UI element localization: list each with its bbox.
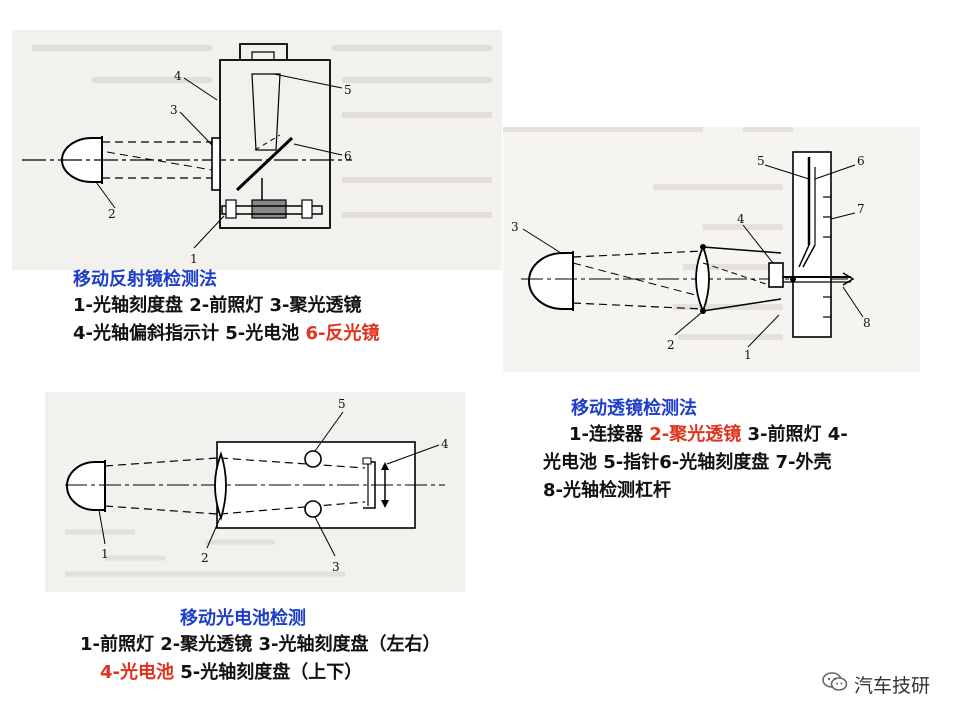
fig1-label-2: 2 [108, 207, 116, 221]
figure-2-item: 光电池 5-指针6-光轴刻度盘 7-外壳 [543, 452, 832, 473]
fig2-label-3: 3 [511, 220, 519, 234]
fig2-label-1: 1 [744, 348, 752, 362]
wechat-icon [822, 671, 848, 698]
figure-1-item-highlight: 6-反光镜 [305, 323, 380, 344]
figure-1-scan: 1 2 3 4 5 6 [12, 30, 502, 270]
figure-2-diagram [503, 127, 864, 348]
figure-3-line: 1-前照灯 2-聚光透镜 3-光轴刻度盘（左右） [80, 631, 441, 659]
figure-2-item-highlight: 2-聚光透镜 [649, 424, 742, 445]
figure-3-diagram [65, 411, 445, 577]
figure-2-item: 8-光轴检测杠杆 [543, 480, 671, 501]
figure-1-title: 移动反射镜检测法 [73, 269, 217, 290]
fig1-label-1: 1 [190, 252, 198, 266]
fig3-label-1: 1 [101, 547, 109, 561]
fig2-label-5: 5 [757, 154, 765, 168]
watermark: 汽车技研 [822, 671, 930, 698]
fig2-label-8: 8 [863, 316, 871, 330]
figure-3-item: 5-光轴刻度盘（上下） [174, 662, 363, 683]
figure-2-scan: 1 2 3 4 5 6 7 8 [503, 127, 920, 372]
figure-3-item-highlight: 4-光电池 [100, 662, 174, 683]
figure-3-item: 1-前照灯 2-聚光透镜 3-光轴刻度盘（左右） [80, 634, 441, 655]
fig1-label-5: 5 [344, 83, 352, 97]
figure-2-item: 1-连接器 [569, 424, 650, 445]
figure-2-title: 移动透镜检测法 [571, 398, 697, 419]
fig2-label-2: 2 [667, 338, 675, 352]
fig1-label-4: 4 [174, 69, 182, 83]
figure-1-caption: 移动反射镜检测法 1-光轴刻度盘 2-前照灯 3-聚光透镜 4-光轴偏斜指示计 … [73, 268, 380, 348]
figure-1-diagram [22, 43, 492, 249]
fig3-label-4: 4 [441, 437, 449, 451]
figure-2-item: 3-前照灯 4- [741, 424, 848, 445]
figure-2-line: 光电池 5-指针6-光轴刻度盘 7-外壳 [543, 449, 848, 477]
figure-3-scan: 1 2 3 4 5 [45, 392, 465, 592]
figure-2-caption: 移动透镜检测法 1-连接器 2-聚光透镜 3-前照灯 4- 光电池 5-指针6-… [543, 397, 848, 505]
watermark-text: 汽车技研 [853, 675, 930, 697]
figure-1-line: 4-光轴偏斜指示计 5-光电池 6-反光镜 [73, 320, 380, 348]
fig1-label-6: 6 [344, 149, 352, 163]
fig3-label-5: 5 [338, 397, 346, 411]
fig3-label-3: 3 [332, 560, 340, 574]
fig1-label-3: 3 [170, 103, 178, 117]
fig3-label-2: 2 [201, 551, 209, 565]
figure-3-caption: 移动光电池检测 1-前照灯 2-聚光透镜 3-光轴刻度盘（左右） 4-光电池 5… [80, 607, 441, 687]
figure-1-item: 4-光轴偏斜指示计 5-光电池 [73, 323, 306, 344]
figure-1-line: 1-光轴刻度盘 2-前照灯 3-聚光透镜 [73, 292, 380, 320]
figure-2-line: 8-光轴检测杠杆 [543, 477, 848, 505]
figure-2-line: 1-连接器 2-聚光透镜 3-前照灯 4- [569, 421, 848, 449]
fig2-label-4: 4 [737, 212, 745, 226]
figure-3-line: 4-光电池 5-光轴刻度盘（上下） [100, 659, 441, 687]
fig2-label-6: 6 [857, 154, 865, 168]
figure-3-title: 移动光电池检测 [180, 608, 306, 629]
figure-1-item: 1-光轴刻度盘 2-前照灯 3-聚光透镜 [73, 295, 362, 316]
fig2-label-7: 7 [857, 202, 865, 216]
